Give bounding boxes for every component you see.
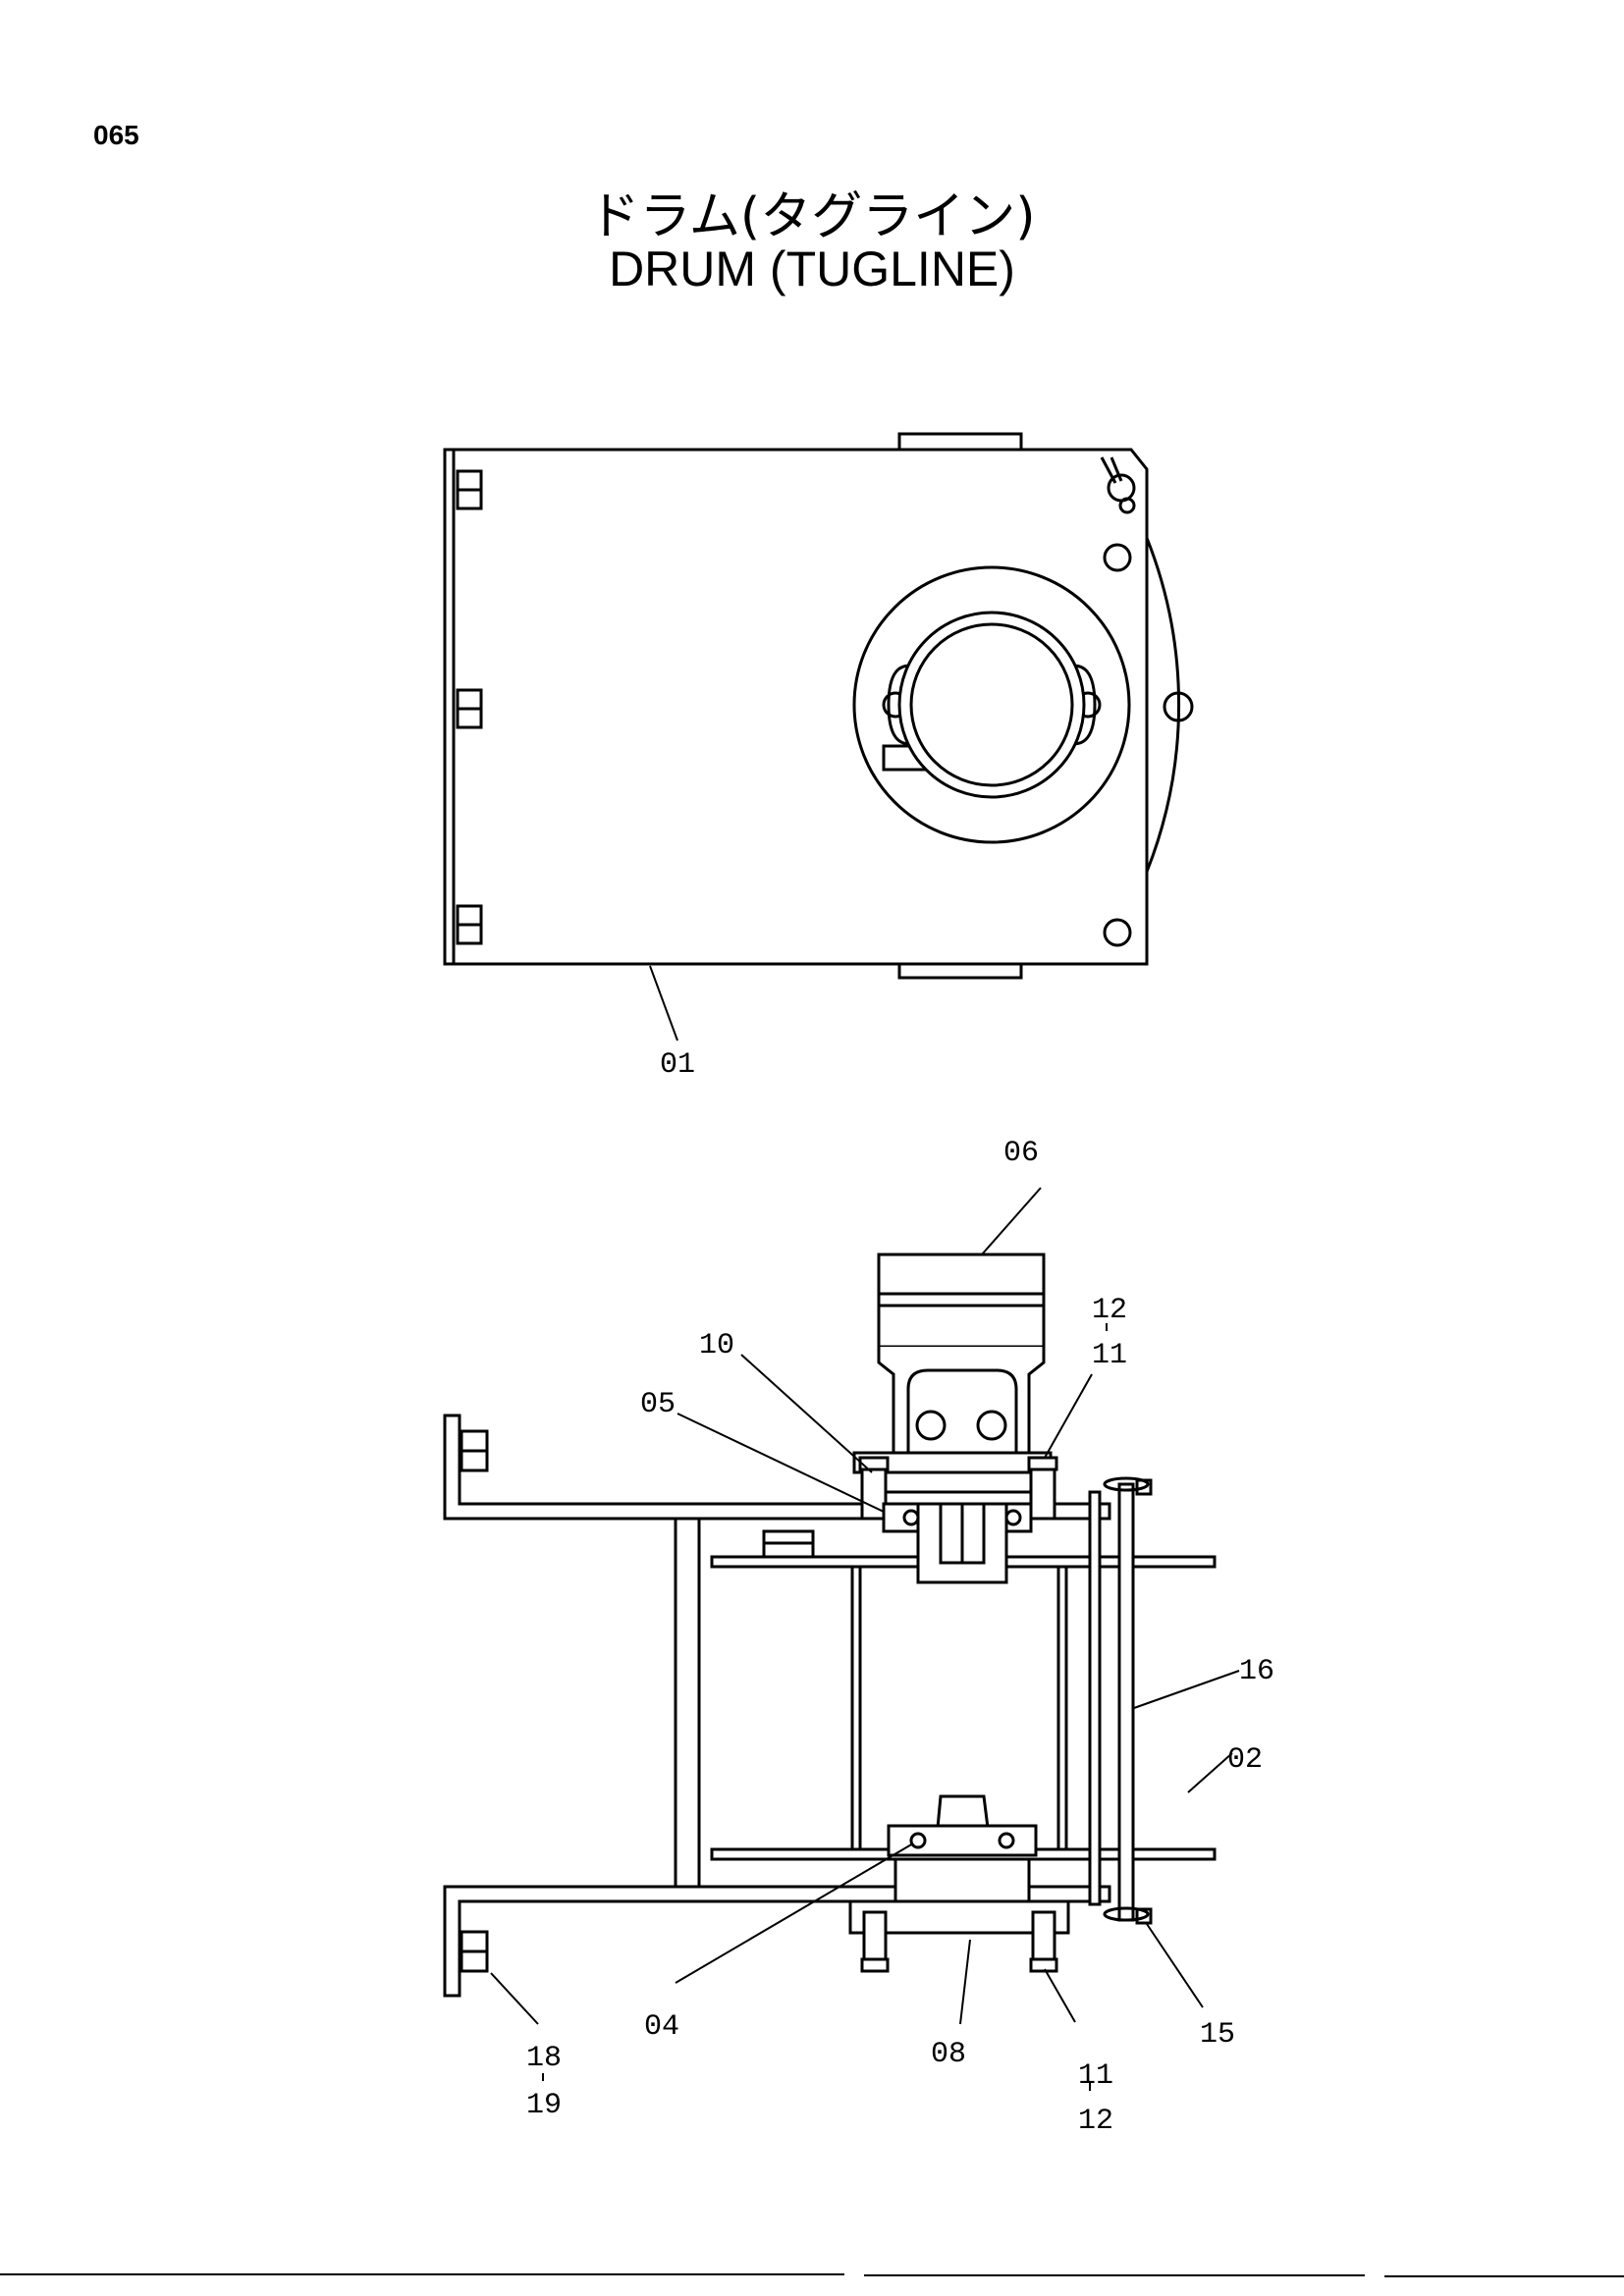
upper-bearing [852, 1451, 1058, 1584]
bearing-housing [852, 565, 1131, 844]
lower-bearing [848, 1794, 1070, 1973]
bracket-bolt [460, 1429, 489, 1472]
label-01: 01 [660, 1048, 695, 1082]
flange-bolt [456, 904, 483, 945]
motor [877, 1253, 1046, 1455]
label-04: 04 [644, 2010, 679, 2044]
label-12-top: 12 [1092, 1294, 1127, 1327]
label-02: 02 [1227, 1743, 1263, 1777]
label-10: 10 [699, 1329, 734, 1362]
callout-labels: 01 06 12 11 10 05 16 02 04 08 11 12 15 1… [526, 1048, 1274, 2138]
label-16: 16 [1239, 1655, 1274, 1688]
label-19: 19 [526, 2089, 562, 2122]
label-08: 08 [931, 2038, 966, 2071]
label-12-bottom: 12 [1078, 2105, 1113, 2138]
label-05: 05 [640, 1388, 676, 1421]
label-11-bottom: 11 [1078, 2059, 1113, 2093]
top-view [443, 432, 1194, 1041]
cotter-pin [1100, 456, 1136, 514]
label-15: 15 [1200, 2018, 1235, 2052]
label-11-top: 11 [1092, 1339, 1127, 1372]
page-number: 065 [93, 120, 139, 150]
side-view [0, 1187, 1624, 2277]
title-japanese: ドラム(タグライン) [588, 187, 1036, 246]
bracket-bolt [460, 1930, 489, 1973]
label-06: 06 [1003, 1137, 1039, 1170]
flange-bolt [456, 688, 483, 729]
label-18: 18 [526, 2042, 562, 2075]
title-english: DRUM (TUGLINE) [609, 241, 1015, 296]
flange-bolt [456, 469, 483, 510]
